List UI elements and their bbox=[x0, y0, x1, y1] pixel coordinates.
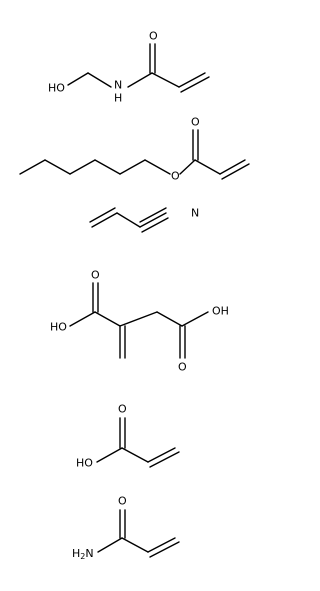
amine-h-label: H bbox=[72, 547, 80, 560]
bond bbox=[89, 207, 116, 223]
bond bbox=[139, 212, 167, 228]
bond bbox=[141, 217, 169, 233]
right-hydroxyl-label: OH bbox=[212, 305, 229, 318]
bond bbox=[147, 537, 176, 553]
right-carbonyl-o-label: O bbox=[178, 361, 187, 374]
bond bbox=[151, 72, 180, 88]
bond bbox=[121, 447, 149, 463]
molecule-acrylamide: O H2N bbox=[72, 495, 180, 561]
molecule-acrylonitrile: N bbox=[89, 207, 199, 233]
bond bbox=[94, 159, 121, 175]
amine-n-label: N bbox=[85, 547, 93, 560]
bond bbox=[156, 311, 183, 327]
molecule-acrylic-acid: O HO bbox=[76, 403, 180, 470]
carbonyl-o-label: O bbox=[149, 30, 158, 43]
bond bbox=[181, 311, 209, 327]
bond bbox=[139, 207, 167, 223]
nitrile-n-label: N bbox=[191, 207, 199, 220]
carbonyl-o-label: O bbox=[191, 116, 200, 129]
carbonyl-o-label: O bbox=[118, 495, 127, 508]
amide-h-label: H bbox=[114, 92, 122, 105]
bond bbox=[194, 159, 221, 175]
bond bbox=[96, 447, 123, 463]
bond bbox=[149, 541, 180, 558]
chemical-structures-diagram: HO N H O O O N bbox=[19, 30, 250, 561]
bond bbox=[94, 311, 121, 327]
bond bbox=[147, 447, 176, 463]
bond bbox=[19, 159, 46, 175]
bond bbox=[178, 72, 206, 88]
carbonyl-o-label: O bbox=[118, 403, 127, 416]
bond bbox=[97, 537, 123, 553]
bond bbox=[44, 159, 71, 175]
bond bbox=[144, 159, 171, 175]
bond bbox=[180, 76, 210, 93]
bond bbox=[121, 537, 149, 553]
hydroxyl-label: HO bbox=[76, 457, 93, 470]
bond bbox=[127, 72, 153, 88]
molecule-itaconic-acid: O HO OH O bbox=[50, 269, 229, 374]
bond bbox=[91, 212, 118, 228]
left-carbonyl-o-label: O bbox=[91, 269, 100, 282]
bond bbox=[116, 212, 141, 228]
ester-o-label: O bbox=[171, 170, 180, 183]
bond bbox=[179, 159, 196, 175]
bond bbox=[87, 72, 112, 88]
bond bbox=[219, 159, 246, 175]
molecule-butyl-acrylate: O O bbox=[19, 116, 250, 183]
bond bbox=[119, 159, 146, 175]
bond bbox=[119, 311, 158, 327]
bond bbox=[149, 451, 180, 468]
bond bbox=[221, 163, 250, 180]
amine-label: H2N bbox=[72, 547, 94, 561]
bond bbox=[69, 159, 96, 175]
bond bbox=[67, 72, 89, 86]
molecule-n-methylolacrylamide: HO N H O bbox=[48, 30, 210, 105]
left-hydroxyl-label: HO bbox=[50, 321, 67, 334]
hydroxyl-label: HO bbox=[48, 82, 65, 95]
amide-n-label: N bbox=[114, 79, 122, 92]
bond bbox=[69, 311, 96, 327]
amine-subscript: 2 bbox=[80, 552, 85, 561]
